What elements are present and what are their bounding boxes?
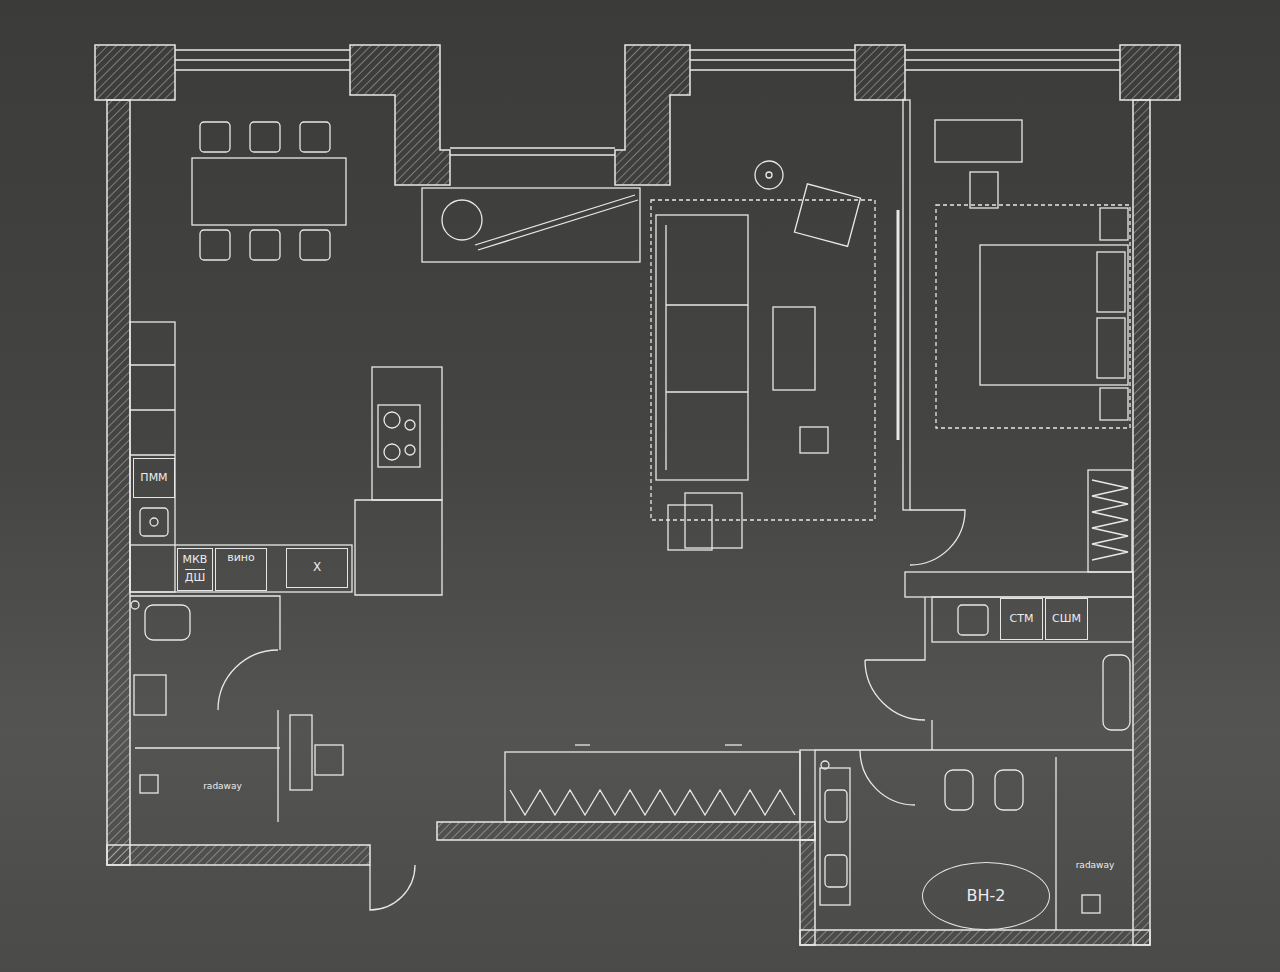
appliance-box: Х	[286, 548, 348, 588]
appliance-box: ВН-2	[922, 862, 1050, 930]
appliance-label: ПММ	[140, 472, 167, 485]
appliance-label: ВН-2	[967, 887, 1006, 905]
appliance-label: radaway	[203, 781, 242, 791]
appliance-box: radaway	[1060, 840, 1130, 890]
appliance-label: СШМ	[1052, 613, 1081, 626]
appliance-box: radaway	[170, 755, 275, 817]
appliance-label: вино	[227, 552, 255, 565]
appliance-box: СТМ	[1000, 598, 1043, 640]
appliance-label: radaway	[1076, 860, 1115, 870]
appliance-label: МКВ	[183, 554, 208, 567]
appliance-box: СШМ	[1045, 598, 1088, 640]
appliance-label: ДШ	[185, 569, 205, 585]
appliance-label: Х	[313, 561, 321, 575]
appliance-box: МКВ ДШ	[177, 548, 213, 591]
appliance-label: СТМ	[1010, 613, 1034, 626]
appliance-box: ПММ	[133, 458, 175, 498]
appliance-box: вино	[215, 548, 267, 591]
